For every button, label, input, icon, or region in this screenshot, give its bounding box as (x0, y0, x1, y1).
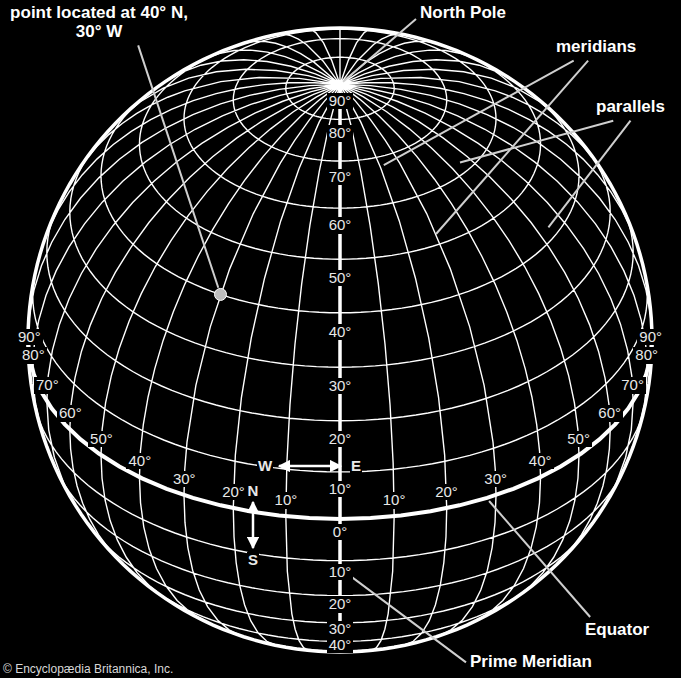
longitude-label: 20° (433, 484, 460, 501)
longitude-label: 30° (482, 471, 509, 488)
leader-line (343, 571, 466, 663)
longitude-label: 90° (637, 329, 664, 346)
direction-letter: E (350, 458, 362, 475)
callout-label: point located at 40° N, 30° W (10, 4, 188, 41)
longitude-label: 40° (527, 453, 554, 470)
longitude-label: 40° (126, 453, 153, 470)
leader-line (548, 121, 630, 228)
globe-outline (28, 28, 652, 652)
longitude-label: 60° (57, 405, 84, 422)
latitude-label: 40° (327, 324, 354, 341)
direction-letter: W (257, 458, 273, 475)
latitude-label: 60° (327, 217, 354, 234)
direction-letter: S (247, 552, 259, 569)
longitude-label: 80° (633, 347, 660, 364)
callout-label: North Pole (420, 4, 506, 23)
latitude-label: 70° (327, 169, 354, 186)
longitude-label: 10° (381, 492, 408, 509)
location-dot (214, 288, 226, 300)
north-south-arrow (252, 502, 255, 548)
latitude-label: 20° (327, 431, 354, 448)
latitude-label: 10° (327, 564, 354, 581)
longitude-label: 10° (273, 492, 300, 509)
leader-line (460, 121, 613, 163)
callout-label: Equator (585, 621, 649, 640)
callout-label: Prime Meridian (470, 653, 592, 672)
leader-line (489, 501, 590, 617)
longitude-label: 20° (220, 484, 247, 501)
longitude-label: 80° (20, 347, 47, 364)
latitude-label: 0° (331, 524, 349, 541)
latitude-label: 20° (327, 596, 354, 613)
longitude-label: 50° (88, 431, 115, 448)
longitude-label: 30° (171, 471, 198, 488)
globe-fill (28, 28, 652, 652)
leader-line (343, 19, 416, 82)
longitude-label: 50° (565, 431, 592, 448)
latitude-label: 90° (327, 93, 354, 110)
longitude-label: 90° (16, 329, 43, 346)
leader-line (384, 61, 574, 166)
copyright-note: © Encyclopædia Britannica, Inc. (3, 663, 173, 676)
latitude-label: 80° (327, 125, 354, 142)
latitude-label: 50° (327, 270, 354, 287)
direction-letter: N (247, 483, 260, 500)
longitude-label: 70° (34, 377, 61, 394)
latitude-label: 10° (327, 481, 354, 498)
longitude-label: 70° (619, 377, 646, 394)
latitude-label: 40° (327, 637, 354, 654)
latitude-label: 30° (327, 378, 354, 395)
east-west-arrow (279, 465, 341, 468)
longitude-label: 60° (596, 405, 623, 422)
leader-line (138, 45, 218, 287)
graticule (28, 28, 652, 652)
callout-label: parallels (596, 98, 665, 117)
latitude-label: 30° (327, 621, 354, 638)
callout-label: meridians (556, 38, 636, 57)
